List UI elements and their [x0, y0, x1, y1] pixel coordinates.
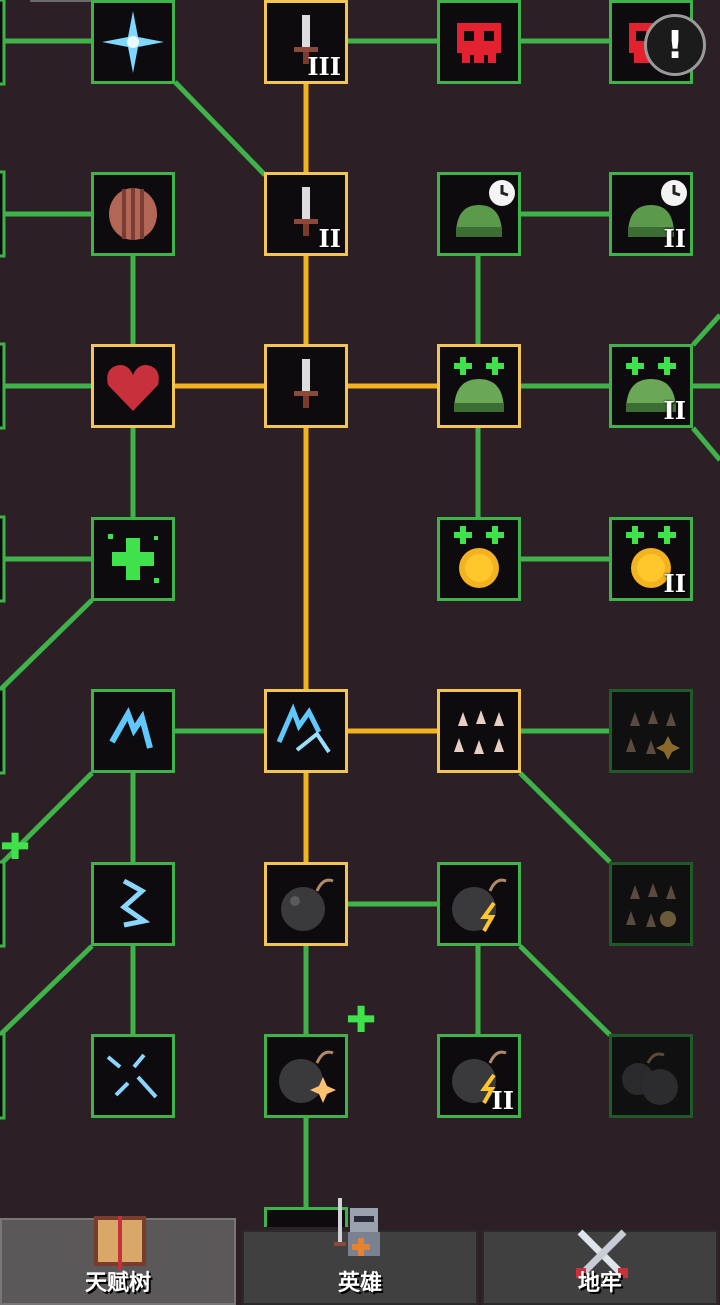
tab-label: 天赋树 — [84, 1271, 151, 1296]
barrel-icon — [109, 188, 157, 240]
talent-node-bomb-lightning[interactable] — [437, 862, 521, 946]
talent-node-barrel[interactable] — [91, 172, 175, 256]
talent-node-slime-plus[interactable] — [437, 344, 521, 428]
lightning-icon — [119, 878, 151, 928]
tier-label: III — [307, 52, 341, 81]
frost-star-icon — [102, 11, 164, 73]
tier-label: II — [663, 396, 686, 425]
offscreen-nodes — [0, 0, 6, 1120]
talent-node-slime-plus-2[interactable]: II — [609, 344, 693, 428]
crossed-swords-icon — [576, 1229, 628, 1278]
talent-node-spikes-burst[interactable] — [609, 862, 693, 946]
book-icon — [94, 1216, 146, 1270]
talent-node-sword-3[interactable]: III — [264, 0, 348, 84]
talent-node-sword-1[interactable] — [264, 344, 348, 428]
slime-clock-icon — [628, 180, 687, 237]
talent-node-heart[interactable] — [91, 344, 175, 428]
tab-dungeon[interactable]: 地牢 — [482, 1229, 718, 1305]
bomb-spark-icon — [279, 1050, 336, 1103]
slime-plus-icon — [626, 357, 676, 412]
tab-label: 地牢 — [577, 1271, 622, 1296]
bomb-lightning-icon — [452, 1050, 507, 1104]
talent-node-coin-plus[interactable] — [437, 517, 521, 601]
talent-node-frost-star[interactable] — [91, 0, 175, 84]
talent-node-spikes[interactable] — [437, 689, 521, 773]
talent-node-coin-plus-2[interactable]: II — [609, 517, 693, 601]
tab-heroes[interactable]: 英雄 — [242, 1198, 478, 1305]
spikes-icon — [454, 710, 504, 754]
talent-node-spikes-fire[interactable] — [609, 689, 693, 773]
exclamation-icon: ! — [666, 23, 684, 67]
spikes-burst-icon — [626, 883, 676, 927]
sword-icon — [294, 359, 318, 408]
green-cross-icon — [108, 534, 159, 583]
talent-node-skull[interactable] — [437, 0, 521, 84]
talent-node-sword-2[interactable]: II — [264, 172, 348, 256]
tier-label: II — [663, 224, 686, 253]
talent-node-bomb-spark[interactable] — [264, 1034, 348, 1118]
talent-node-lightning-storm[interactable] — [264, 689, 348, 773]
talent-node-slime-clock[interactable] — [437, 172, 521, 256]
red-skull-icon — [457, 23, 501, 63]
bomb-icon — [281, 878, 334, 931]
sword-icon — [294, 15, 318, 64]
green-links — [0, 38, 720, 1210]
spikes-fire-icon — [626, 710, 680, 760]
knight-icon — [334, 1198, 380, 1256]
coin-plus-icon — [626, 526, 676, 588]
talent-node-bottom-partial[interactable] — [264, 1207, 348, 1227]
bomb-double-icon — [622, 1052, 678, 1105]
slime-clock-icon — [456, 180, 515, 237]
tier-label: II — [491, 1086, 514, 1115]
tier-label: II — [663, 569, 686, 598]
talent-node-bomb-lightning-2[interactable]: II — [437, 1034, 521, 1118]
gold-path-links — [175, 82, 437, 862]
heart-icon — [107, 365, 159, 411]
plus-icon: ✚ — [346, 1000, 377, 1041]
talent-node-bomb-double[interactable] — [609, 1034, 693, 1118]
plus-icon: ✚ — [0, 827, 31, 868]
talent-node-slime-clock-2[interactable]: II — [609, 172, 693, 256]
talent-node-heal-cross[interactable] — [91, 517, 175, 601]
talent-node-bomb[interactable] — [264, 862, 348, 946]
lightning-icon — [109, 706, 153, 749]
lightning-storm-icon — [276, 703, 331, 754]
bottom-tab-bar: 天赋树 英雄 地牢 — [0, 1198, 720, 1305]
help-button[interactable]: ! — [644, 14, 706, 76]
slime-plus-icon — [454, 357, 504, 412]
talent-node-lightning-1[interactable] — [91, 689, 175, 773]
talent-node-lightning-scatter[interactable] — [91, 1034, 175, 1118]
tier-label: II — [318, 224, 341, 253]
lightning-scatter-icon — [106, 1053, 158, 1099]
tab-label: 英雄 — [337, 1271, 382, 1296]
tab-talent-tree[interactable]: 天赋树 — [0, 1216, 236, 1305]
coin-plus-icon — [454, 526, 504, 588]
bomb-lightning-icon — [452, 878, 507, 932]
talent-node-lightning-2[interactable] — [91, 862, 175, 946]
sword-icon — [294, 187, 318, 236]
